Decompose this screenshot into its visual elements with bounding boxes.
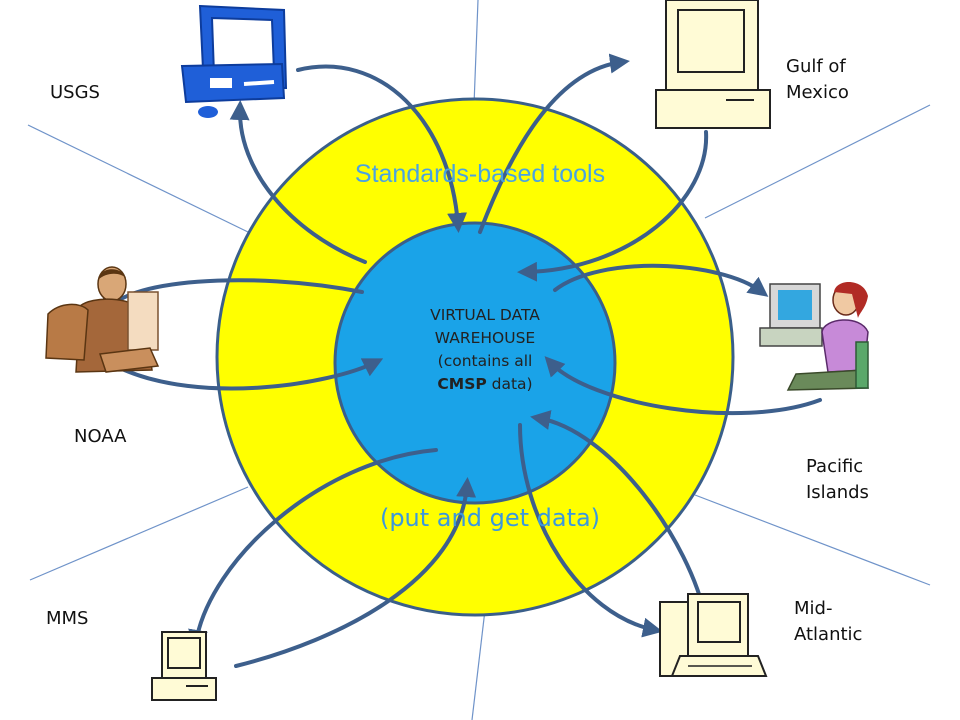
inner-circle-warehouse [333, 221, 617, 505]
label-noaa: NOAA [74, 426, 127, 447]
warehouse-line-2: WAREHOUSE [434, 329, 536, 347]
label-pacific-islands: Pacific Islands [806, 456, 869, 503]
ring-label-standards: Standards-based tools [354, 160, 606, 188]
label-usgs: USGS [50, 82, 100, 103]
arrow-mms-out [188, 448, 438, 650]
computer-workstation-icon [659, 593, 768, 677]
blue-desktop-computer-icon [180, 4, 288, 118]
arrow-pacific-in [553, 263, 769, 297]
ring-label-put-get: (put and get data) [379, 504, 601, 532]
label-mms: MMS [46, 608, 89, 629]
warehouse-line-4: CMSP data) [380, 373, 590, 396]
data-flow-arrows [102, 53, 822, 668]
arrow-usgs-in [296, 64, 468, 233]
spoke-lines [27, 0, 931, 720]
label-gulf-of-mexico: Gulf of Mexico [786, 56, 849, 103]
desktop-computer-icon [655, 0, 771, 129]
small-computer-icon [151, 631, 217, 701]
warehouse-line-3: (contains all [437, 352, 533, 370]
woman-at-computer-icon [759, 281, 869, 391]
warehouse-label: VIRTUAL DATA WAREHOUSE (contains all CMS… [380, 304, 590, 396]
man-at-computer-icon [45, 266, 160, 373]
cmsp-bold: CMSP [437, 375, 487, 393]
arrow-noaa-out [118, 358, 384, 391]
arrow-midatlantic-in [530, 410, 708, 622]
arrow-mms-in [234, 477, 477, 668]
arrow-usgs-out [229, 100, 367, 264]
warehouse-line-4-rest: data) [486, 375, 533, 393]
arrow-gulf-in [517, 130, 709, 282]
arrow-gulf-out [478, 53, 630, 234]
warehouse-line-1: VIRTUAL DATA [430, 306, 540, 324]
label-mid-atlantic: Mid- Atlantic [794, 598, 863, 645]
arrow-midatlantic-out [518, 423, 663, 638]
arrow-pacific-out [544, 356, 822, 416]
